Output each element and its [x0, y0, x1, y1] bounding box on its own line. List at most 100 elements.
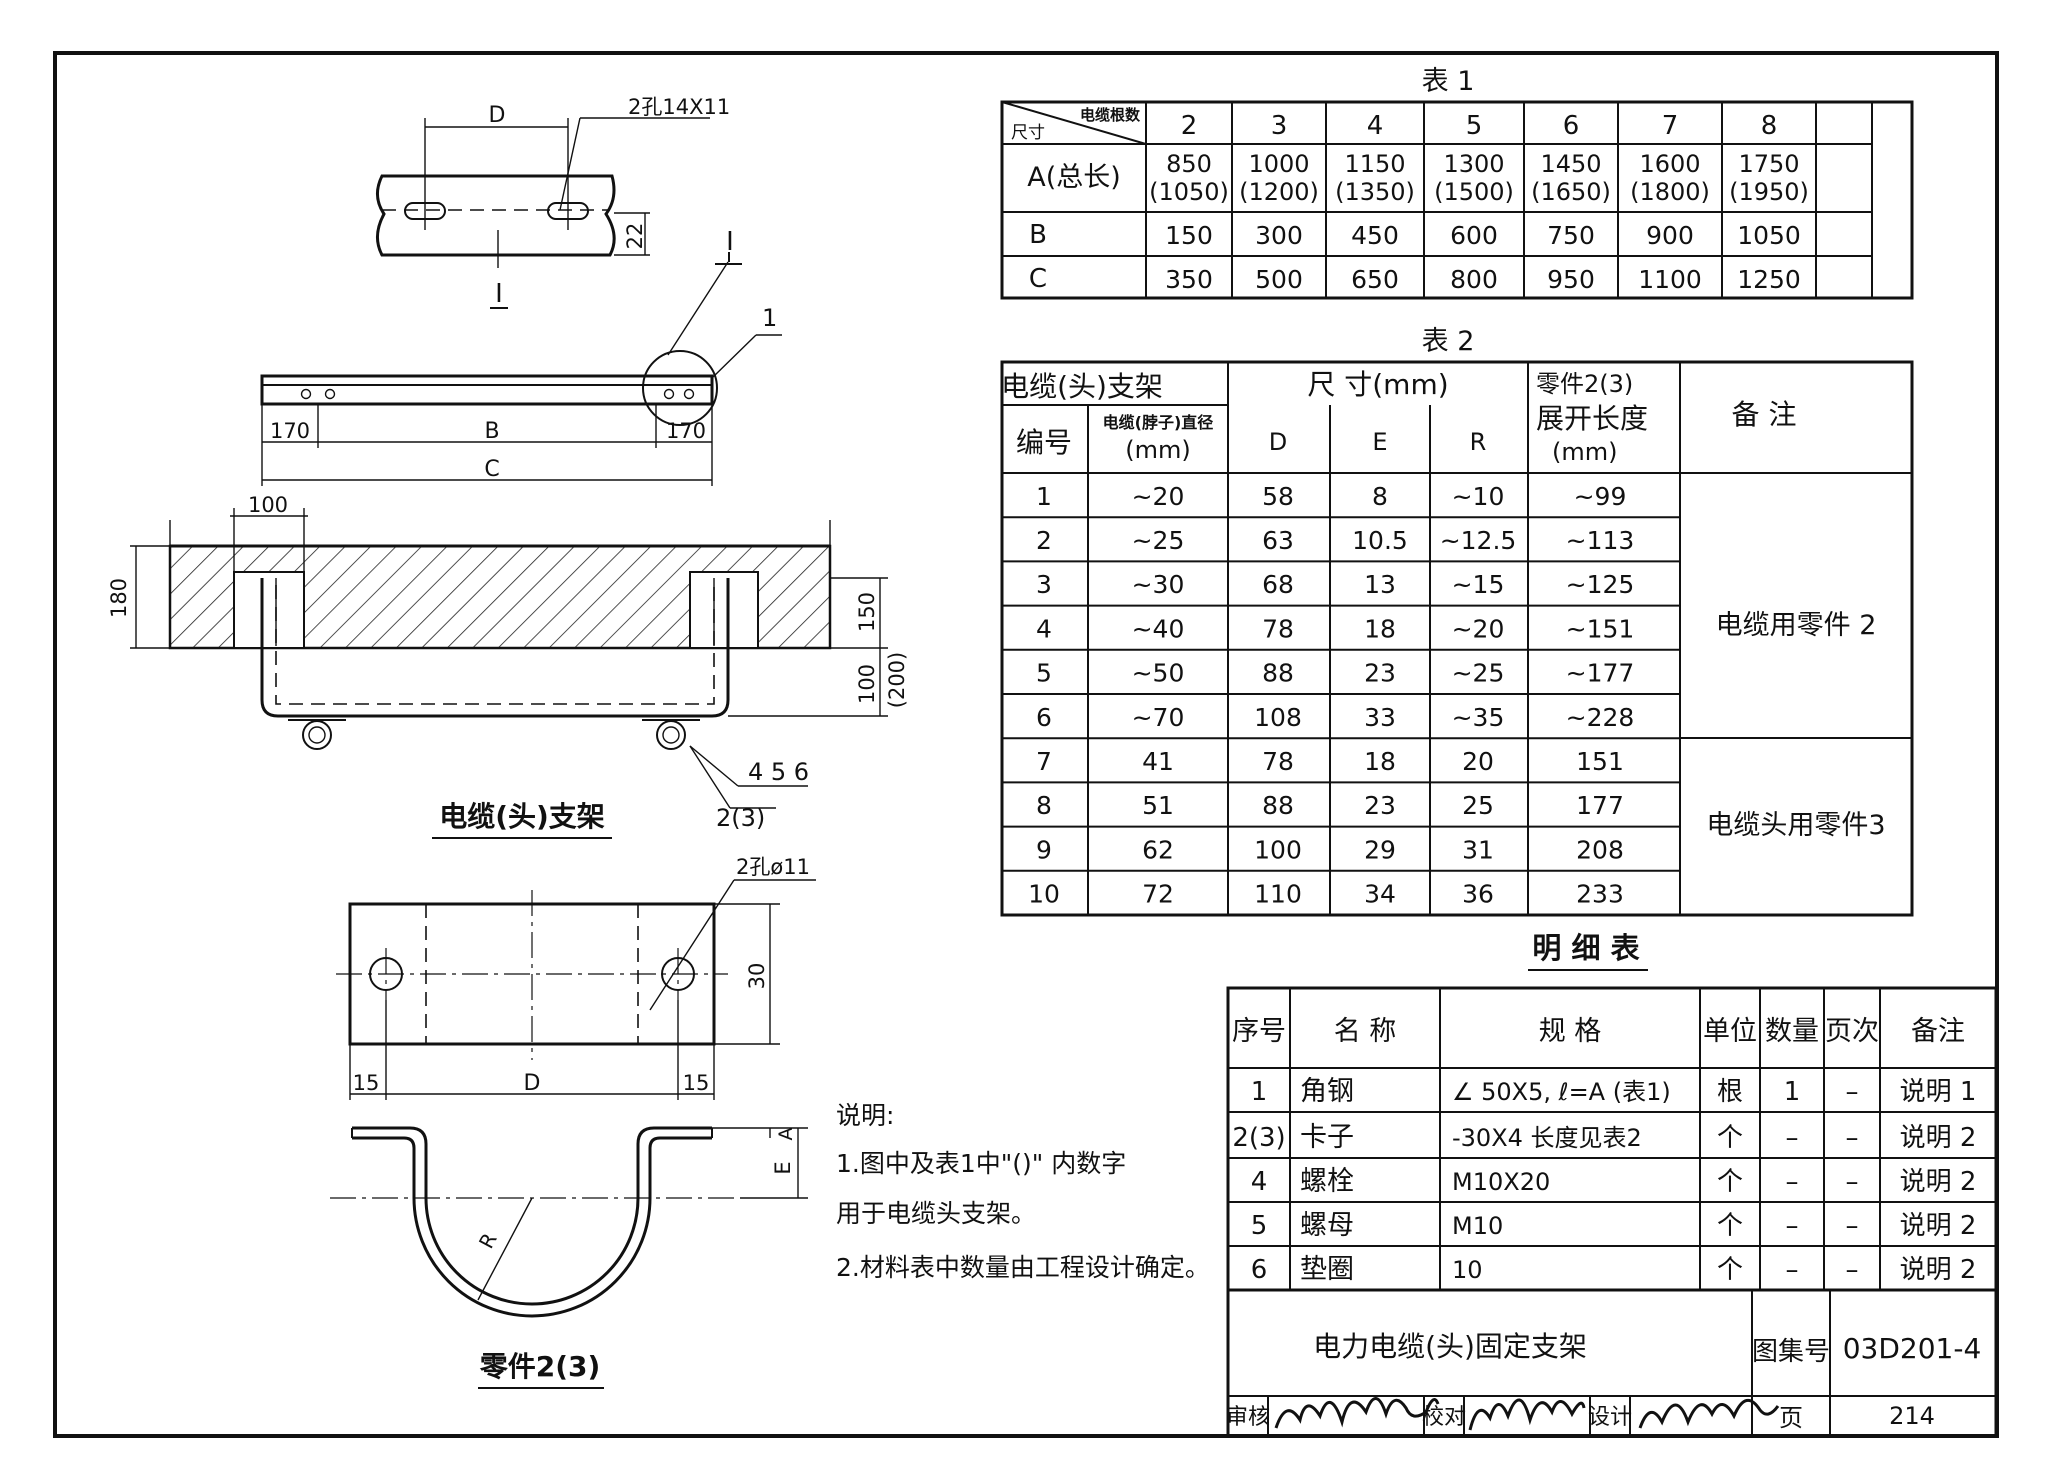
table1-cell-head: (1950)	[1729, 178, 1809, 206]
table2-cell: ~151	[1566, 614, 1635, 643]
top-dim-D: D	[489, 103, 506, 128]
table2-cell: 20	[1462, 747, 1494, 776]
table2-head-D: D	[1269, 428, 1287, 456]
check-label: 校对	[1422, 1405, 1466, 1430]
bom-spec: M10	[1452, 1212, 1503, 1240]
table2-row-no: 1	[1036, 482, 1052, 511]
table2-cell: 208	[1576, 835, 1624, 864]
table1-cell-head: (1800)	[1630, 178, 1710, 206]
table2-note-head: 电缆头用零件3	[1706, 810, 1885, 841]
table1-cell: 950	[1547, 265, 1595, 294]
table1-cell: 1000	[1248, 150, 1309, 178]
table1-cell: 300	[1255, 221, 1303, 250]
table2-head-dia-1: 电缆(脖子)直径	[1103, 413, 1214, 432]
table2-cell: ~10	[1452, 482, 1505, 511]
table2-cell: ~25	[1452, 659, 1505, 688]
hole-note-slots: 2孔14X11	[628, 95, 730, 119]
table1-cell: 1600	[1639, 150, 1700, 178]
table2-cell: ~12.5	[1440, 526, 1517, 555]
bom-header: 数量	[1765, 1016, 1819, 1047]
sheet-border	[53, 51, 1999, 1438]
bom-name: 螺栓	[1300, 1166, 1354, 1197]
page-label: 页	[1779, 1404, 1803, 1432]
bom-cell: 个	[1717, 1255, 1743, 1285]
table1-cell: 1100	[1638, 265, 1702, 294]
table2-row-no: 3	[1036, 570, 1052, 599]
table2-cell: ~20	[1132, 482, 1185, 511]
page-number: 214	[1889, 1402, 1935, 1430]
table2-cell: ~30	[1132, 570, 1185, 599]
dim-B: B	[484, 419, 499, 444]
table2-cell: ~35	[1452, 703, 1505, 732]
bom-cell: 说明 2	[1900, 1211, 1977, 1241]
table2-cell: 36	[1462, 880, 1494, 909]
table2-row-no: 4	[1036, 614, 1052, 643]
title-block-grid	[1226, 1288, 1998, 1438]
bom-row-no: 6	[1251, 1255, 1268, 1285]
dim-100-top: 100	[248, 493, 288, 517]
bom-header: 备注	[1911, 1016, 1965, 1047]
bom-cell: 根	[1717, 1077, 1743, 1107]
table2-cell: 233	[1576, 880, 1624, 909]
table2-cell: ~113	[1566, 526, 1635, 555]
table1-cell: 150	[1165, 221, 1213, 250]
table2-cell: 151	[1576, 747, 1624, 776]
dim-30: 30	[745, 963, 769, 990]
bom-row-no: 2(3)	[1232, 1123, 1285, 1153]
table2-cell: 10.5	[1352, 526, 1408, 555]
table2-cell: 78	[1262, 747, 1294, 776]
table2-head-R: R	[1470, 428, 1487, 456]
table1-col-header: 6	[1563, 111, 1580, 141]
table2-cell: 34	[1364, 880, 1396, 909]
bom-cell: –	[1786, 1167, 1799, 1197]
table1-cell: 1750	[1738, 150, 1799, 178]
review-label: 审核	[1226, 1405, 1270, 1430]
table1-cell-head: (1050)	[1149, 178, 1229, 206]
table1-col-header: 8	[1761, 111, 1778, 141]
bom-cell: 说明 2	[1900, 1123, 1977, 1153]
table2-row-no: 6	[1036, 703, 1052, 732]
bom-header: 序号	[1232, 1016, 1286, 1047]
table2-head-E: E	[1372, 428, 1387, 456]
table2-cell: ~15	[1452, 570, 1505, 599]
bom-cell: –	[1786, 1123, 1799, 1153]
bom-spec: -30X4 长度见表2	[1452, 1124, 1642, 1152]
bom-cell: –	[1786, 1255, 1799, 1285]
table2-cell: 18	[1364, 747, 1396, 776]
bom-cell: –	[1786, 1211, 1799, 1241]
hole-note-round: 2孔ø11	[736, 855, 810, 879]
bom-cell: –	[1846, 1211, 1859, 1241]
table2-cell: 62	[1142, 835, 1174, 864]
table1-corner-bottom: 尺寸	[1011, 123, 1045, 143]
bom-name: 卡子	[1300, 1122, 1354, 1153]
table1-col-header: 3	[1271, 111, 1288, 141]
bom-header: 单位	[1703, 1016, 1757, 1047]
dim-150: 150	[855, 592, 879, 632]
table1-col-header: 5	[1466, 111, 1483, 141]
table1-cell: 650	[1351, 265, 1399, 294]
bom-cell: –	[1846, 1255, 1859, 1285]
table2-cell: ~25	[1132, 526, 1185, 555]
atlas-number: 03D201-4	[1843, 1332, 1982, 1365]
table2-cell: 177	[1576, 791, 1624, 820]
table2-head-note: 备 注	[1732, 398, 1797, 431]
bom-cell: –	[1846, 1077, 1859, 1107]
angle-elevation	[260, 252, 782, 486]
table1-cell: 1450	[1540, 150, 1601, 178]
table2-cell: ~50	[1132, 659, 1185, 688]
dim-15-right: 15	[683, 1071, 710, 1095]
table2-cell: 72	[1142, 880, 1174, 909]
table2-cell: 68	[1262, 570, 1294, 599]
table2-row-no: 9	[1036, 835, 1052, 864]
table1-cell-head: (1650)	[1531, 178, 1611, 206]
bom-grid	[1226, 986, 1998, 1292]
table2-cell: 41	[1142, 747, 1174, 776]
table1-col-header: 7	[1662, 111, 1679, 141]
table2-cell: 110	[1254, 880, 1302, 909]
callout-2-3: 2(3)	[716, 804, 765, 832]
table2-cell: 25	[1462, 791, 1494, 820]
table2-row-no: 7	[1036, 747, 1052, 776]
table2-cell: ~70	[1132, 703, 1185, 732]
bom-spec: 10	[1452, 1256, 1483, 1284]
table2-head-len-3: (mm)	[1552, 438, 1617, 466]
